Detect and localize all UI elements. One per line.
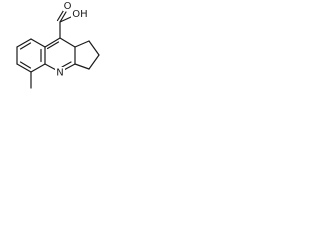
- bond-c9b-c9: [59, 37, 76, 48]
- hydroxyl-label: OH: [72, 9, 87, 20]
- bond-c9b-c1: [74, 40, 90, 48]
- chemical-structure-diagram: O OH N: [16, 1, 100, 89]
- bond-c6-c5: [16, 63, 32, 73]
- bond-carbonyl-oh: [59, 16, 72, 23]
- bond-c2-c3: [88, 54, 100, 70]
- bond-c6-c5-inner: [19, 61, 32, 69]
- bond-c9-c9a: [44, 37, 61, 48]
- bond-n-c3a-inner: [61, 61, 72, 68]
- ring-nitrogen-label: N: [56, 68, 63, 79]
- bond-c1-c2: [88, 40, 100, 56]
- oh-label-bg: [71, 8, 89, 20]
- bond-carbonyl-o-double-b: [56, 9, 65, 22]
- bond-c9a-c8: [30, 38, 46, 48]
- bond-c5-c4a: [30, 63, 46, 73]
- bond-c3-c3a: [74, 63, 90, 70]
- bond-c9-c9a-inner: [46, 41, 60, 50]
- n-label-bg: [55, 67, 65, 78]
- o-label-bg: [63, 1, 72, 11]
- carbonyl-oxygen-label: O: [64, 1, 72, 12]
- bond-c8-c7: [16, 38, 32, 48]
- bond-carbonyl-o-double-a: [59, 11, 67, 23]
- bond-c8-c7-inner: [19, 42, 32, 50]
